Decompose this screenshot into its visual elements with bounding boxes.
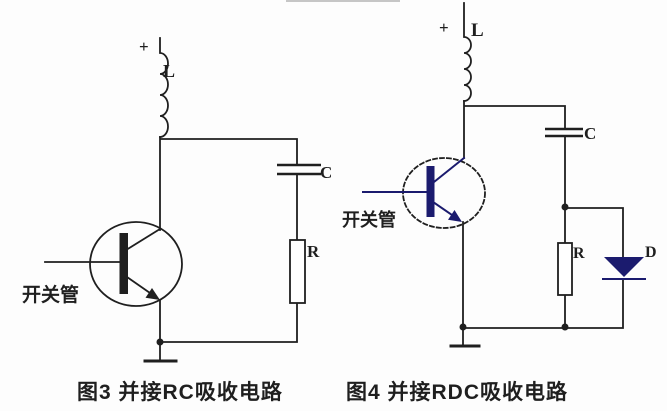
fig4-emitter-arrow [448,210,462,222]
fig3-transistor [89,221,183,307]
fig4-switch-tube-label: 开关管 [342,209,396,230]
fig4-inductor-label: L [471,20,484,41]
fig3-switch-tube-label: 开关管 [22,283,79,306]
fig4-inductor [463,2,472,102]
fig4-junction-dot-top [561,203,569,211]
fig3-emitter-arrow [145,288,160,300]
fig3-transistor-circle [89,221,183,307]
fig3-inductor-label: L [163,61,175,81]
fig3-ground [143,341,178,363]
fig4-diode-label: D [645,244,657,261]
fig4-capacitor [545,127,583,138]
fig3-transistor-collector [124,227,162,252]
fig3-transistor-emitter [125,275,152,295]
fig4-transistor-base-bar [426,166,435,217]
fig4-ground [449,327,481,348]
fig4-capacitor-label: C [584,124,596,143]
fig3-circuit: + L C R 开关管 [22,37,332,363]
fig4-wires [462,100,624,329]
fig3-capacitor [277,163,321,176]
fig4-diode-triangle [604,257,644,277]
fig3-capacitor-label: C [320,163,332,182]
fig4-caption: 图4 并接RDC吸收电路 [346,381,569,404]
fig3-resistor-body [289,239,306,304]
fig4-transistor-collector [432,156,466,184]
fig3-resistor-label: R [307,242,320,261]
fig4-circuit: + L C R D 开关管 [342,2,657,348]
fig4-transistor [362,156,486,229]
fig3-inductor [159,37,169,138]
fig4-resistor-body [557,242,573,296]
fig4-junction-dot-emitter [459,323,467,331]
fig3-supply-plus-label: + [139,37,149,56]
fig4-resistor-label: R [573,245,585,262]
fig3-transistor-base-bar [119,233,128,294]
fig4-junction-dot-bottom [561,323,569,331]
fig4-transistor-emitter [433,201,454,217]
fig3-caption: 图3 并接RC吸收电路 [77,381,283,404]
fig4-supply-plus-label: + [439,18,449,37]
fig4-diode [602,257,646,280]
fig3-wires [44,136,298,343]
